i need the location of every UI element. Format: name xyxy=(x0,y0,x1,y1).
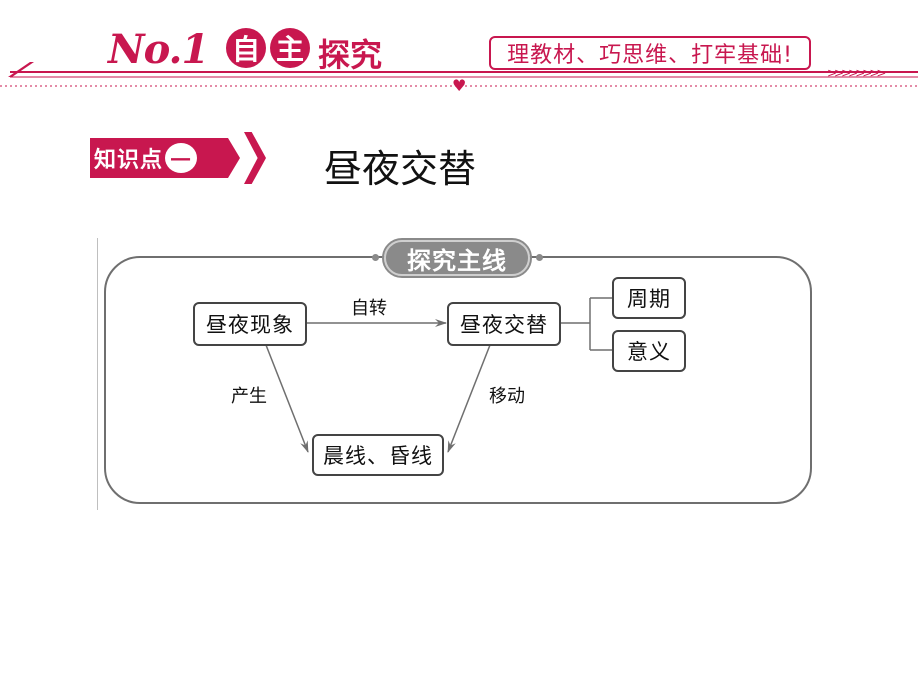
node-phenomenon: 昼夜现象 xyxy=(193,302,307,346)
knowledge-point-tag: 知识点 一 xyxy=(90,138,240,178)
diagram-banner: 探究主线 xyxy=(382,238,532,278)
chevrons-decoration: >>>>>>>> xyxy=(827,66,886,80)
node-period: 周期 xyxy=(612,277,686,319)
edge-label-produce: 产生 xyxy=(231,386,267,407)
knowledge-point-number: 一 xyxy=(165,143,198,173)
section-label: 探究 xyxy=(318,36,383,74)
edge-label-move: 移动 xyxy=(489,386,525,407)
slogan-text: 理教材、巧思维、打牢基础! xyxy=(507,43,793,68)
knowledge-point-label: 知识点 xyxy=(94,148,164,173)
page-title: 昼夜交替 xyxy=(324,147,477,191)
banner-dot-right xyxy=(536,254,543,261)
node-terminator: 晨线、昏线 xyxy=(312,434,444,476)
edge-label-rotation: 自转 xyxy=(351,298,387,319)
frame-side-line xyxy=(97,238,98,510)
header-decoration xyxy=(0,62,920,87)
main-char-badge: 主 xyxy=(270,28,310,68)
heart-icon: ♥ xyxy=(452,76,467,95)
node-alternation: 昼夜交替 xyxy=(447,302,561,346)
no1-label: No.1 xyxy=(108,26,209,73)
self-char-badge: 自 xyxy=(226,28,266,68)
edge-produce-arrow xyxy=(265,344,309,453)
banner-dot-left xyxy=(372,254,379,261)
edge-move-arrow xyxy=(447,344,491,453)
slogan-box: 理教材、巧思维、打牢基础! xyxy=(489,36,811,70)
diagram-frame xyxy=(104,256,812,504)
node-meaning: 意义 xyxy=(612,330,686,372)
